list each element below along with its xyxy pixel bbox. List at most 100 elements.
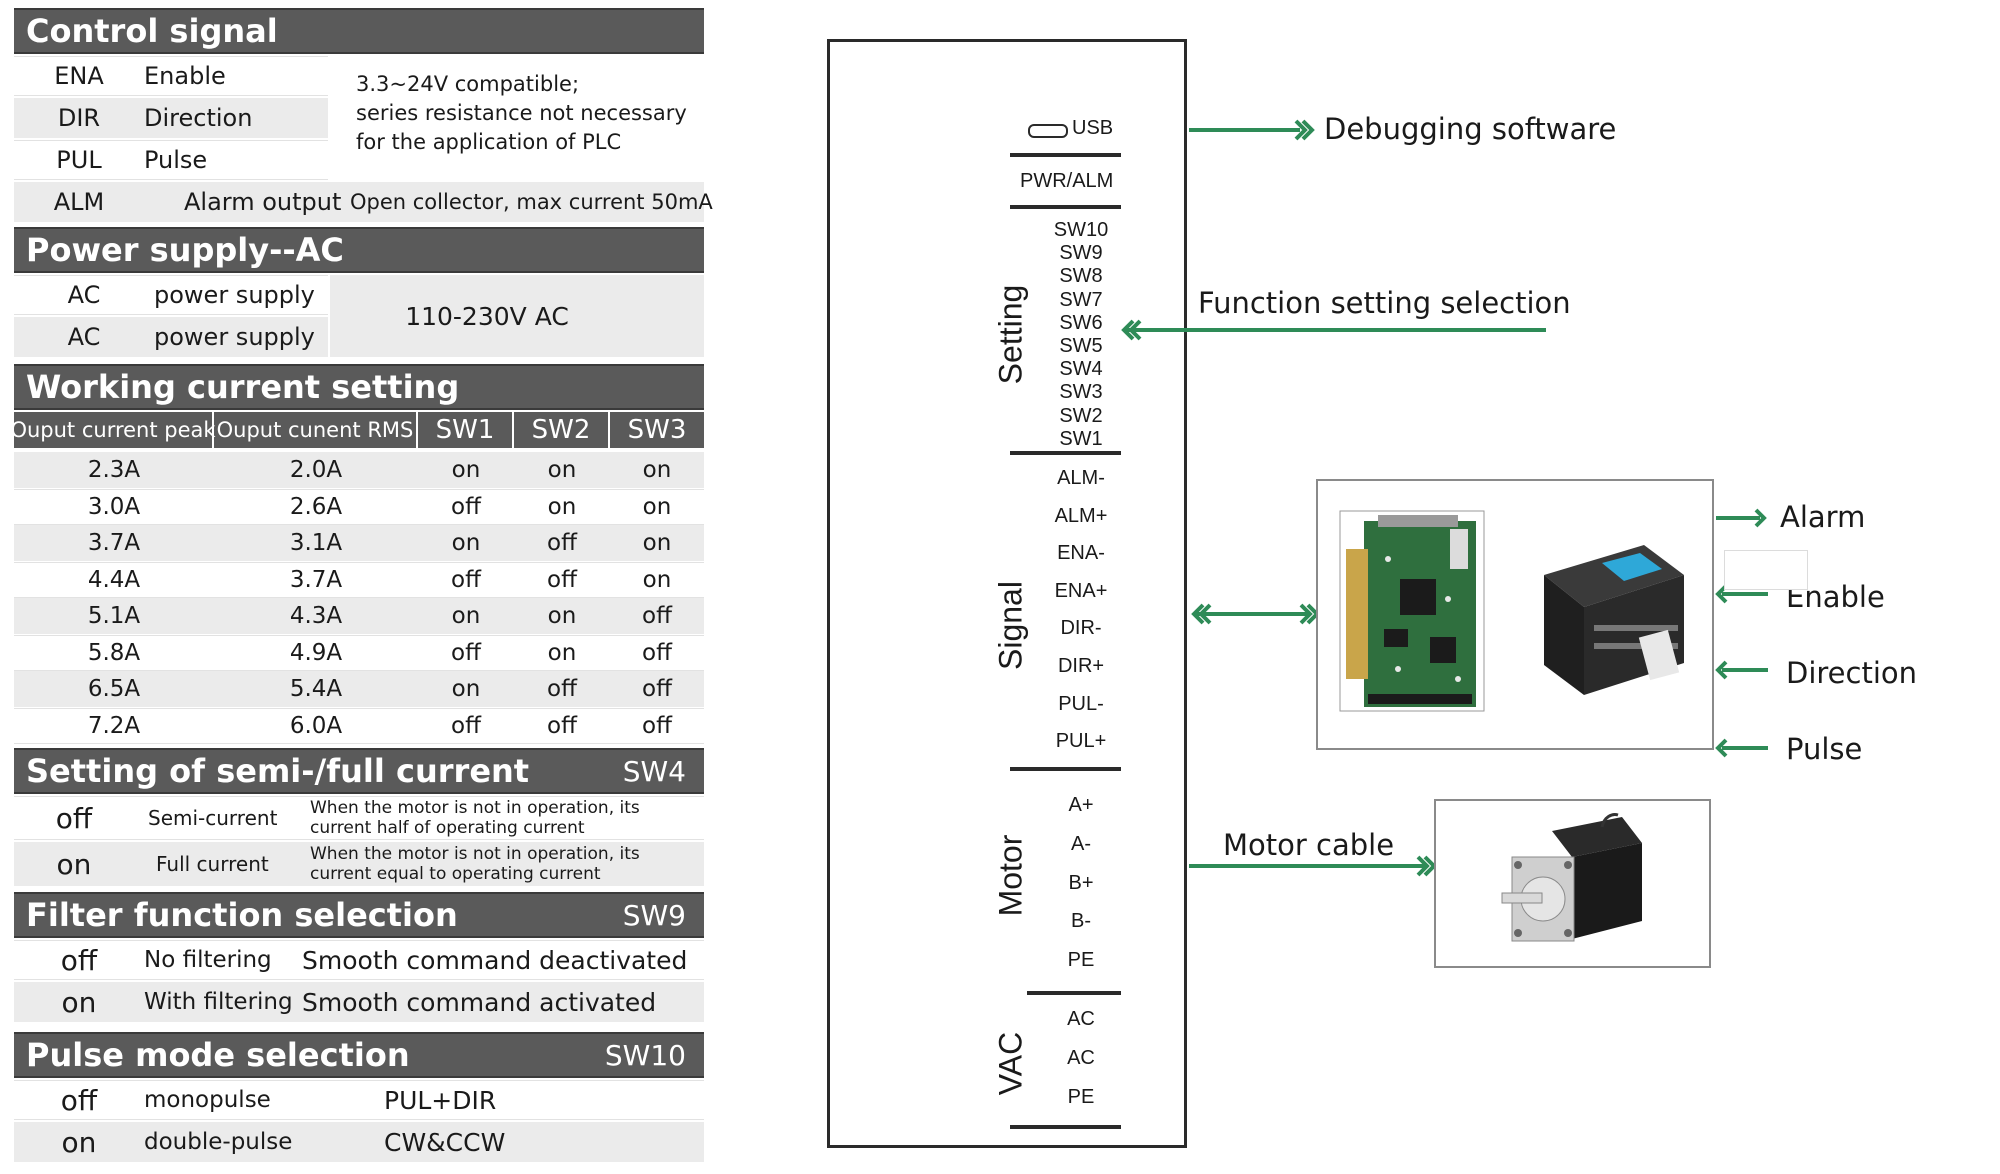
cell-peak: 3.0A [87, 493, 141, 520]
vac-pin: PE [1067, 1086, 1095, 1108]
semi-full-title: Setting of semi-/full current [26, 752, 530, 790]
signal-divider [1010, 767, 1121, 771]
signal-arrow-left-head-2 [1198, 603, 1212, 625]
cell-sw3: off [642, 712, 672, 739]
switch-pin: SW9 [1059, 242, 1103, 265]
col-sw3: SW3 [627, 415, 687, 445]
motor-cable-label: Motor cable [1223, 828, 1395, 862]
col-sw1: SW1 [418, 412, 514, 448]
motor-arrow-head [1416, 855, 1430, 877]
semi-row-on: on Full current When the motor is not in… [14, 842, 704, 886]
motor-divider [1027, 991, 1121, 995]
pul-code: PUL [56, 146, 102, 174]
filter-row-on: on With filtering Smooth command activat… [14, 982, 704, 1022]
semi-full-header: Setting of semi-/full current SW4 [14, 748, 704, 794]
enable-arrow-head [1715, 584, 1728, 604]
note-line-3: for the application of PLC [356, 130, 622, 154]
switch-pin: SW10 [1053, 219, 1109, 241]
motor-pin: A+ [1068, 794, 1094, 816]
filter-title: Filter function selection [26, 896, 458, 934]
cell-sw3: off [642, 676, 672, 702]
signal-pin: PUL+ [1055, 730, 1107, 753]
motor-pin: PE [1067, 949, 1095, 972]
cell-sw2: on [547, 493, 577, 520]
setting-arrow-head-2 [1128, 319, 1142, 341]
power-voltage: 110-230V AC [330, 275, 704, 357]
power-row-2: AC power supply [14, 317, 328, 357]
filter-switch: SW9 [622, 898, 686, 932]
control-signal-note: 3.3~24V compatible; series resistance no… [330, 56, 704, 180]
cell-sw1: on [451, 603, 481, 629]
signal-pin: ALM+ [1054, 504, 1108, 527]
semi-state-on: on [56, 847, 92, 881]
power-supply-header: Power supply--AC [14, 227, 704, 273]
ena-code: ENA [54, 62, 104, 90]
ac-code-1: AC [67, 281, 101, 309]
pulse-desc-on: CW&CCW [384, 1127, 506, 1157]
switch-pin: SW2 [1059, 404, 1103, 427]
switch-pin: SW3 [1059, 381, 1103, 404]
pulse-row-off: off monopulse PUL+DIR [14, 1080, 704, 1120]
motor-pin: B+ [1068, 871, 1094, 894]
ena-name: Enable [144, 62, 226, 90]
cell-sw1: off [451, 639, 481, 666]
cell-rms: 2.6A [289, 493, 343, 520]
pulse-mode-off: monopulse [144, 1087, 271, 1113]
switch-pin: SW8 [1059, 265, 1103, 288]
semi-state-off: off [55, 801, 93, 835]
semi-desc-on-2: current equal to operating current [310, 864, 601, 884]
filter-mode-on: With filtering [144, 989, 293, 1015]
ac-name-1: power supply [154, 281, 315, 309]
filter-header: Filter function selection SW9 [14, 892, 704, 938]
pul-name: Pulse [144, 146, 208, 174]
cell-sw3: on [642, 457, 672, 483]
cell-sw2: on [547, 639, 577, 666]
cell-sw2: on [547, 603, 577, 629]
cell-rms: 3.7A [289, 566, 343, 593]
cell-sw2: off [547, 530, 577, 556]
switch-pin: SW5 [1059, 335, 1103, 357]
col-rms: Ouput cunent RMS [214, 412, 418, 448]
signal-arrow-right-head [1299, 603, 1313, 625]
cell-sw2: off [547, 712, 577, 739]
dir-code: DIR [57, 104, 101, 132]
cell-sw3: off [642, 639, 672, 666]
filter-mode-off: No filtering [144, 947, 272, 973]
filter-state-off: off [60, 943, 98, 977]
semi-mode-off: Semi-current [148, 806, 278, 830]
semi-mode-on: Full current [156, 852, 269, 876]
switch-pin: SW4 [1059, 358, 1103, 381]
motor-box [1434, 799, 1711, 968]
pulse-mode-header: Pulse mode selection SW10 [14, 1032, 704, 1078]
controller-box [1316, 479, 1714, 750]
cell-sw2: off [547, 676, 577, 702]
ac-code-2: AC [67, 323, 101, 351]
note-line-1: 3.3~24V compatible; [356, 72, 580, 96]
direction-arrow-head [1715, 660, 1728, 680]
vac-divider [1010, 1125, 1121, 1129]
cell-sw1: off [451, 493, 481, 520]
power-row-1: AC power supply [14, 275, 328, 315]
enable-placeholder-box [1724, 550, 1808, 590]
direction-label: Direction [1786, 656, 1918, 690]
cell-rms: 2.0A [289, 457, 343, 483]
control-signal-title: Control signal [26, 12, 278, 50]
semi-desc-on-1: When the motor is not in operation, its [310, 844, 640, 864]
semi-desc-off-2: current half of operating current [310, 818, 585, 838]
cell-sw2: on [547, 457, 577, 483]
col-sw2: SW2 [514, 412, 610, 448]
stepper-motor-image [1501, 813, 1642, 942]
cell-sw2: off [547, 566, 577, 593]
alarm-label: Alarm [1780, 500, 1866, 534]
usb-divider [1010, 153, 1121, 157]
filter-desc-on: Smooth command activated [302, 987, 657, 1017]
